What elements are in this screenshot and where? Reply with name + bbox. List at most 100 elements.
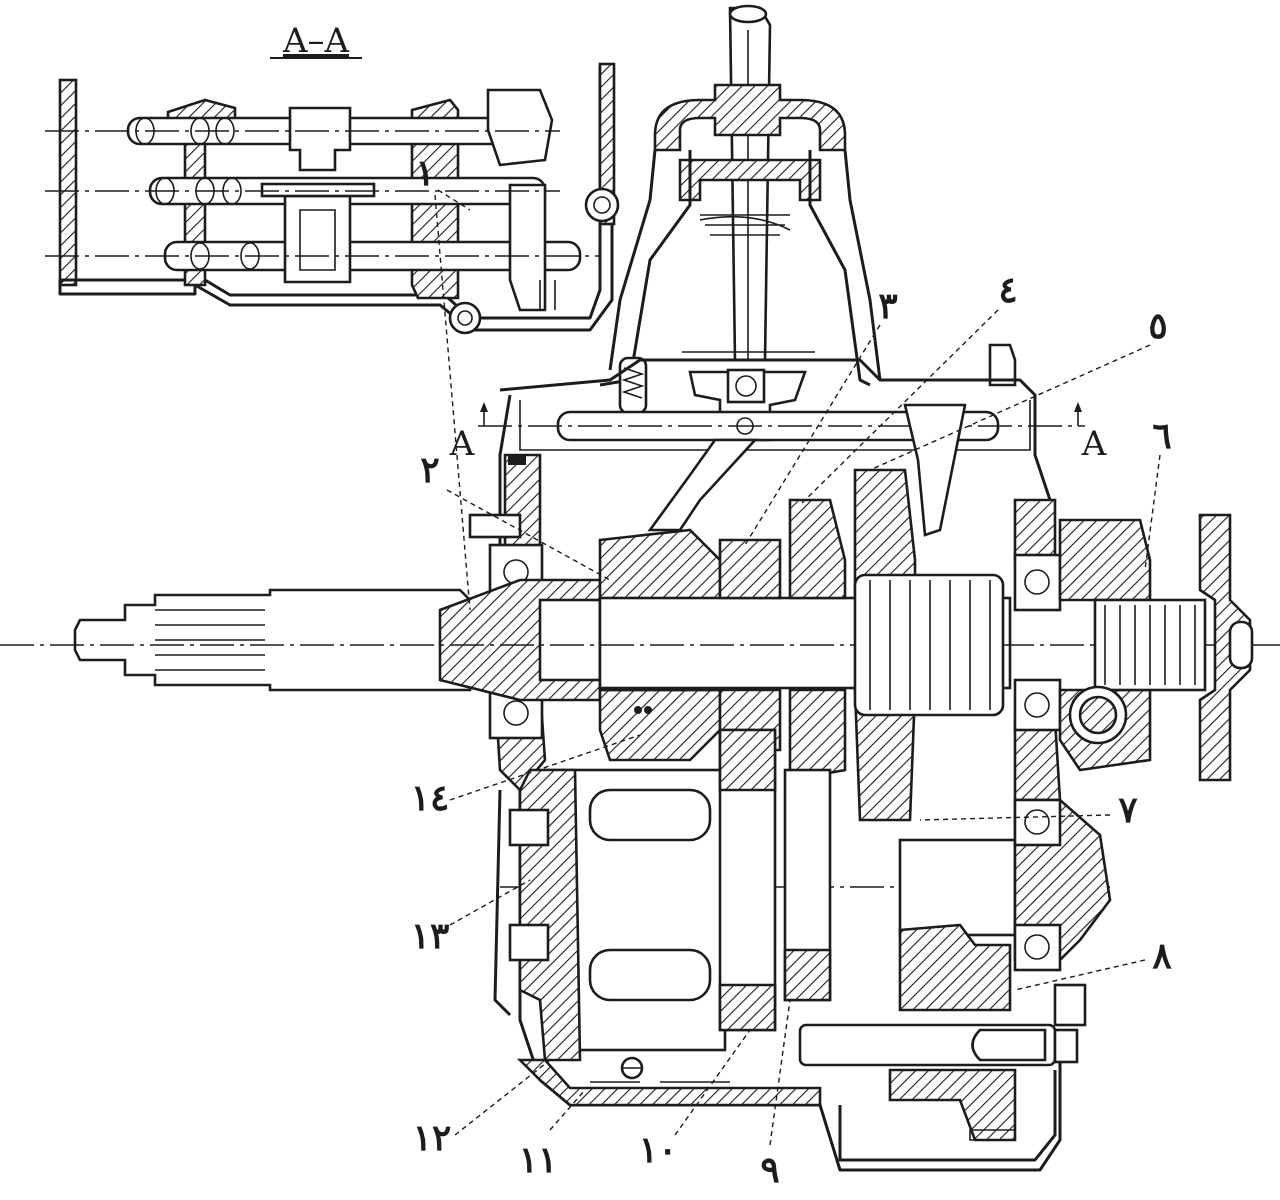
aa-right-wall [598,62,616,226]
cluster-recess-lower [588,948,712,1002]
top-cover-outline [499,358,1052,530]
cluster-gear-top-hatch [718,728,777,792]
aa-interlock-plate [260,182,376,198]
countershaft-front-bearing [508,808,550,847]
gear-lever [728,6,772,362]
leader-line-2 [446,489,611,581]
leader-line-3 [744,324,881,546]
leader-line-13 [449,879,531,926]
leader-line-6 [1144,454,1161,571]
callout-1: ١ [415,152,434,194]
rear-lower-housing [838,1070,1057,1162]
callout-12: ١٢ [413,1117,452,1159]
front-bolt [468,513,522,539]
rear-housing-upper [1058,518,1152,602]
cluster-gear-bottom-hatch [718,983,777,1032]
rear-countershaft-bearing [1013,798,1062,847]
leader-line-10 [674,1029,751,1136]
section-view-title: A–A [282,21,350,61]
front-bearing-ball [503,700,529,726]
input-shaft-splines [155,609,265,671]
lever-pin-box [726,368,766,404]
sliding-gear-teeth [869,580,991,710]
countershaft-drive [898,838,1017,937]
shift-fork-front [647,438,758,532]
aa-fork-head-upper [288,106,352,172]
top-cover-inner [519,400,1031,451]
cluster-recess-upper [588,788,712,842]
callout-labels: ١ ٢ ٣ ٤ ٥ ٦ ٧ ٨ ٩ ١٠ ١١ ١٢ ١٣ ١٤ [411,152,1173,1191]
callout-11: ١١ [519,1139,558,1181]
callout-5: ٥ [1148,305,1167,347]
rear-bearing-ball [1024,569,1050,595]
aa-rod-end-cap [486,88,554,167]
cluster-mid-hatch [783,948,832,1002]
lever-ball-seat [678,158,822,202]
callout-8: ٨ [1152,935,1172,977]
rear-countershaft-ball [1024,934,1050,960]
lever-dome [653,83,847,152]
rear-bearing-lower [1013,678,1062,732]
callout-14: ١٤ [411,777,450,819]
section-arrow-right [1074,402,1082,412]
front-gasket [508,455,526,465]
rear-lower-detail [969,1129,1016,1141]
section-mark-left: A [449,424,475,464]
rear-countershaft-bearing [1013,923,1062,972]
callout-13: ١٣ [411,915,450,957]
lever-pin [735,375,757,397]
aa-fork-head-lower [508,183,547,312]
synchronizer-lower [598,688,722,762]
lever-spring [699,214,791,236]
leader-line-12 [454,1059,551,1136]
rear-wall-lower [1013,718,1062,802]
leader-line-1 [434,194,471,611]
input-shaft [73,588,472,692]
third-gear-lower [788,688,847,782]
breather-cap [988,343,1017,387]
detent-spring [621,367,645,399]
output-splines [1104,605,1196,685]
section-arrow-left [480,402,488,412]
countershaft-front-bearing [508,923,550,962]
leader-line-5 [869,344,1151,471]
rear-bearing-upper [1013,553,1062,612]
aa-right-boss-hole [593,196,611,214]
front-cover-plate [493,789,512,1017]
leader-line [437,189,471,211]
section-mark-right: A [1081,424,1107,464]
leader-line-4 [799,309,999,506]
leader-line-8 [1014,959,1146,991]
callout-9: ٩ [760,1149,779,1191]
callout-3: ٣ [878,285,897,327]
leader-line-7 [919,814,1111,821]
rear-drain-bolt [1053,983,1087,1027]
sync-ball [634,706,642,714]
rear-bearing-ball [1024,692,1050,718]
aa-bottom-boss-hole [457,310,473,326]
countershaft-rear-gear [898,923,1012,1012]
section-a-a-view: A–A [45,21,620,335]
leader-line-9 [769,999,791,1146]
callout-7: ٧ [1118,789,1138,831]
sync-ball [644,706,652,714]
shift-fork-rear [903,403,967,537]
third-gear-upper [788,498,847,600]
aa-right-boss [584,187,620,223]
reverse-shaft-bolt [971,1028,1047,1062]
callout-6: ٦ [1152,415,1171,457]
aa-left-wall [58,78,78,287]
callout-2: ٢ [420,449,439,491]
sliding-gear [853,573,1005,717]
aa-fork-head-middle [283,194,352,284]
callout-leaders [434,189,1161,1146]
leader-line-14 [449,734,641,801]
lever-tower-outer [608,149,882,381]
second-gear-upper [718,538,782,600]
output-flange [1198,513,1252,782]
input-gear-pocket [538,598,602,682]
callout-4: ٤ [998,269,1017,311]
callout-10: ١٠ [639,1129,678,1171]
reverse-shaft-nut [1053,1028,1079,1064]
synchronizer-upper [598,528,722,602]
